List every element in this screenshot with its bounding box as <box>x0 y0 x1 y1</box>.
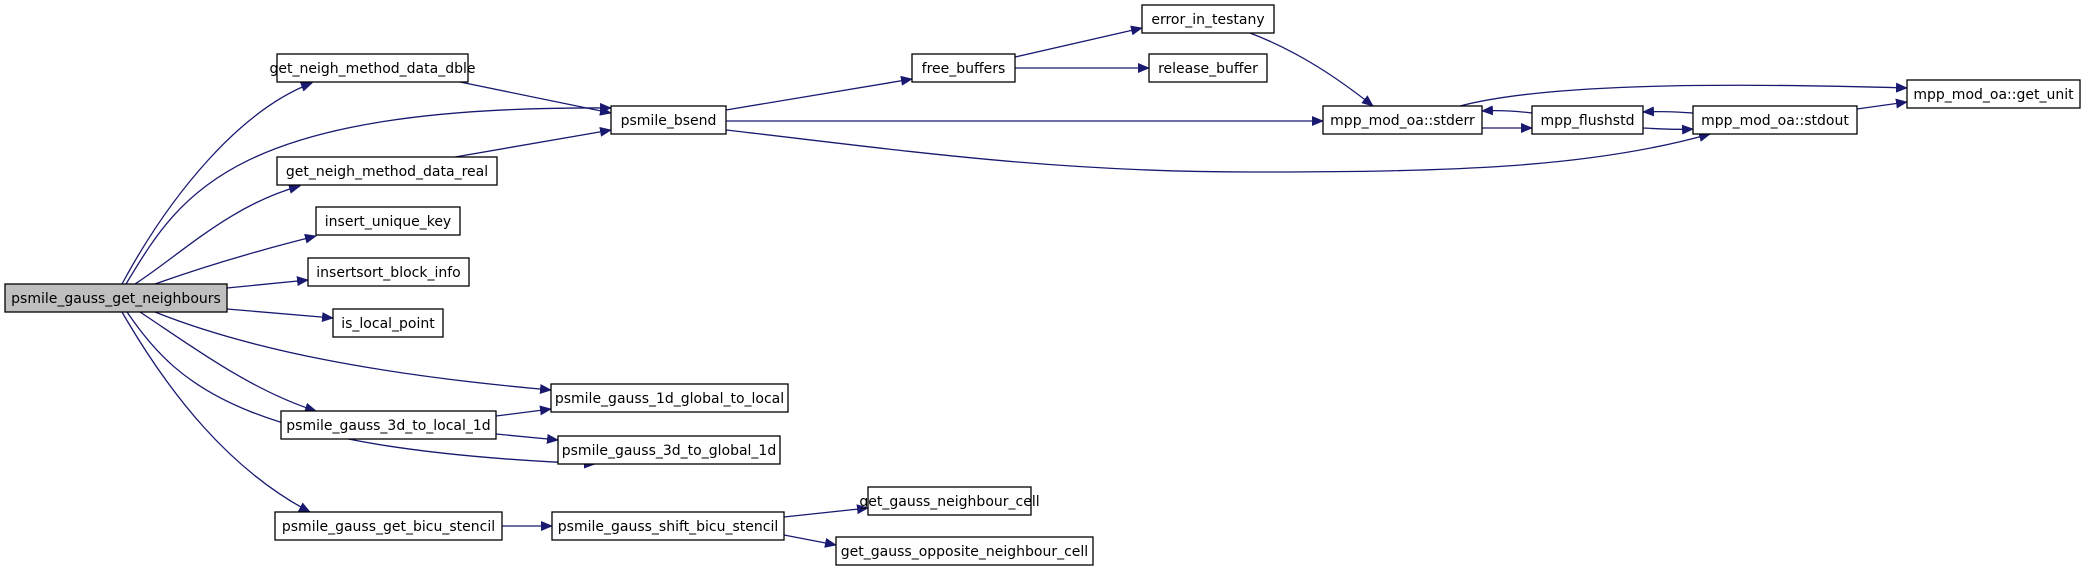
node-psmile-gauss-get-neighbours[interactable]: psmile_gauss_get_neighbours <box>4 283 228 313</box>
node-label: mpp_mod_oa::get_unit <box>1913 87 2074 103</box>
edge-n1-to-n2 <box>459 81 612 116</box>
node-insertsort-block-info[interactable]: insertsort_block_info <box>307 257 470 287</box>
node-psmile-gauss-get-bicu-stencil[interactable]: psmile_gauss_get_bicu_stencil <box>274 511 503 541</box>
node-label: psmile_gauss_3d_to_global_1d <box>562 443 776 459</box>
node-mpp-flushstd[interactable]: mpp_flushstd <box>1531 105 1644 135</box>
node-box[interactable] <box>307 257 470 287</box>
edge-n18-to-n17 <box>1481 105 1533 116</box>
node-mpp-mod-oa-stdout[interactable]: mpp_mod_oa::stdout <box>1692 105 1858 135</box>
node-get-gauss-opposite-neighbour-cell[interactable]: get_gauss_opposite_neighbour_cell <box>835 536 1094 566</box>
edge-n2-to-n14 <box>725 75 913 111</box>
node-mpp-mod-oa-stderr[interactable]: mpp_mod_oa::stderr <box>1322 105 1483 135</box>
node-box[interactable] <box>1141 4 1275 34</box>
edge-n0-to-n4 <box>154 233 317 285</box>
edge-n3-to-n2 <box>454 126 612 158</box>
node-psmile-bsend[interactable]: psmile_bsend <box>610 105 727 135</box>
node-label: psmile_gauss_get_bicu_stencil <box>282 519 495 535</box>
edge-n18-to-n19 <box>1642 124 1694 135</box>
node-insert-unique-key[interactable]: insert_unique_key <box>315 206 461 236</box>
node-box[interactable] <box>332 308 444 338</box>
node-box[interactable] <box>1906 79 2081 109</box>
node-error-in-testany[interactable]: error_in_testany <box>1141 4 1275 34</box>
node-box[interactable] <box>867 486 1032 516</box>
node-label: psmile_bsend <box>621 113 717 129</box>
node-label: mpp_flushstd <box>1541 113 1635 129</box>
node-label: get_gauss_opposite_neighbour_cell <box>841 544 1088 560</box>
node-is-local-point[interactable]: is_local_point <box>332 308 444 338</box>
node-box[interactable] <box>4 283 228 313</box>
node-psmile-gauss-shift-bicu-stencil[interactable]: psmile_gauss_shift_bicu_stencil <box>551 511 785 541</box>
edge-n11-to-n13 <box>783 534 837 548</box>
node-free-buffers[interactable]: free_buffers <box>911 53 1016 83</box>
node-label: psmile_gauss_get_neighbours <box>11 291 221 307</box>
node-label: insert_unique_key <box>325 214 451 230</box>
node-mpp-mod-oa-get-unit[interactable]: mpp_mod_oa::get_unit <box>1906 79 2081 109</box>
node-label: psmile_gauss_1d_global_to_local <box>555 391 784 407</box>
node-box[interactable] <box>274 511 503 541</box>
node-box[interactable] <box>315 206 461 236</box>
node-box[interactable] <box>550 383 789 413</box>
node-label: mpp_mod_oa::stderr <box>1330 113 1475 129</box>
node-label: psmile_gauss_3d_to_local_1d <box>286 418 490 434</box>
node-box[interactable] <box>911 53 1016 83</box>
edge-n14-to-n15 <box>1014 25 1143 58</box>
node-label: get_gauss_neighbour_cell <box>859 494 1039 510</box>
node-box[interactable] <box>557 435 781 465</box>
node-psmile-gauss-3d-to-global-1d[interactable]: psmile_gauss_3d_to_global_1d <box>557 435 781 465</box>
node-label: get_neigh_method_data_dble <box>269 61 475 77</box>
node-box[interactable] <box>1531 105 1644 135</box>
edge-n19-to-n20 <box>1856 98 1908 110</box>
edge-n0-to-n1 <box>121 82 313 285</box>
node-label: insertsort_block_info <box>316 265 460 281</box>
node-psmile-gauss-3d-to-local-1d[interactable]: psmile_gauss_3d_to_local_1d <box>280 410 497 440</box>
edge-n0-to-n5 <box>226 276 309 289</box>
edge-n0-to-n3 <box>134 184 301 285</box>
node-box[interactable] <box>1692 105 1858 135</box>
node-get-gauss-neighbour-cell[interactable]: get_gauss_neighbour_cell <box>859 486 1040 516</box>
node-get-neigh-method-data-real[interactable]: get_neigh_method_data_real <box>276 156 498 186</box>
node-label: error_in_testany <box>1151 12 1264 28</box>
node-box[interactable] <box>1148 53 1268 83</box>
node-box[interactable] <box>551 511 785 541</box>
node-box[interactable] <box>276 53 469 83</box>
node-label: release_buffer <box>1158 61 1258 77</box>
node-get-neigh-method-data-dble[interactable]: get_neigh_method_data_dble <box>269 53 476 83</box>
node-release-buffer[interactable]: release_buffer <box>1148 53 1268 83</box>
node-box[interactable] <box>280 410 497 440</box>
node-label: is_local_point <box>341 316 435 332</box>
edge-n8-to-n7 <box>495 405 552 417</box>
edge-n0-to-n10 <box>121 311 311 513</box>
edge-n8-to-n9 <box>495 433 559 444</box>
node-label: get_neigh_method_data_real <box>286 164 488 180</box>
edge-n0-to-n6 <box>226 308 334 323</box>
node-box[interactable] <box>276 156 498 186</box>
edge-n0-to-n2 <box>125 102 612 285</box>
node-box[interactable] <box>610 105 727 135</box>
edge-n17-to-n20 <box>1459 82 1908 107</box>
edge-n2-to-n19 <box>725 129 1711 173</box>
node-box[interactable] <box>835 536 1094 566</box>
node-label: psmile_gauss_shift_bicu_stencil <box>558 519 778 535</box>
edges-layer <box>121 25 1908 548</box>
edge-n15-to-n17 <box>1249 32 1374 107</box>
nodes-layer: psmile_gauss_get_neighbours get_neigh_met… <box>4 4 2081 566</box>
node-label: mpp_mod_oa::stdout <box>1701 113 1849 129</box>
node-box[interactable] <box>1322 105 1483 135</box>
edge-n0-to-n8 <box>139 311 317 413</box>
edge-n11-to-n12 <box>783 504 869 518</box>
edge-n0-to-n9 <box>126 311 596 469</box>
node-label: free_buffers <box>922 61 1006 77</box>
node-psmile-gauss-1d-global-to-local[interactable]: psmile_gauss_1d_global_to_local <box>550 383 789 413</box>
edge-n0-to-n7 <box>154 311 552 395</box>
edge-n19-to-n18 <box>1642 106 1694 117</box>
